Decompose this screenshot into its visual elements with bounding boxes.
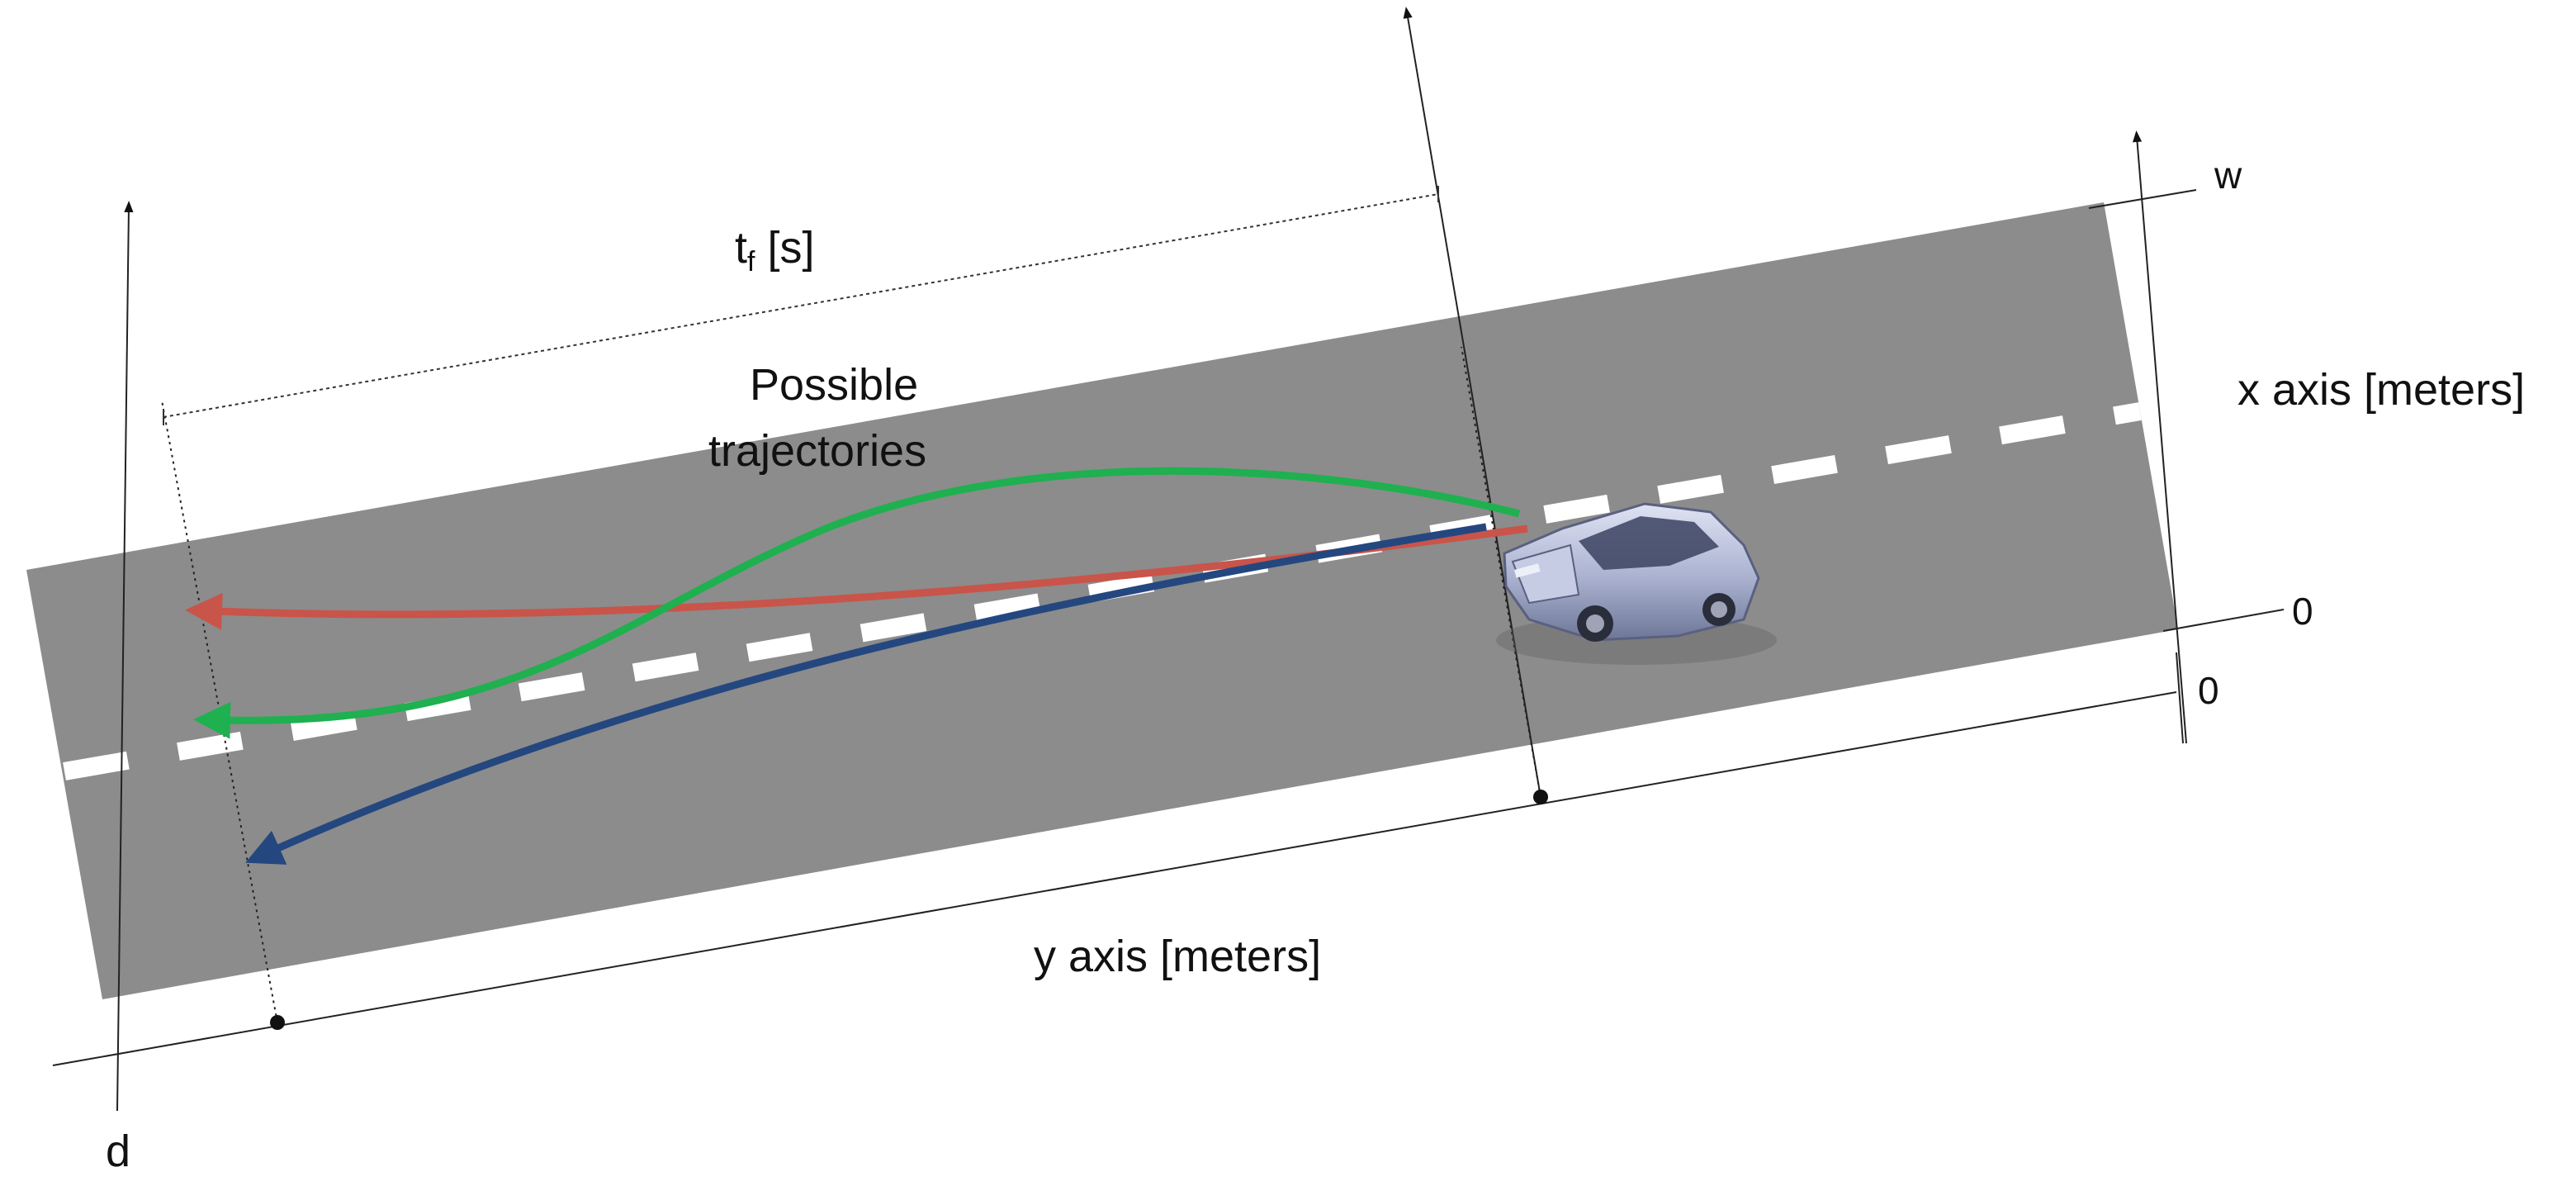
y-axis-line xyxy=(52,691,2177,1066)
road xyxy=(26,202,2178,999)
w-label: w xyxy=(2214,154,2242,197)
blue-trajectory xyxy=(245,523,1487,865)
possible-label-line1: Possible xyxy=(750,360,918,410)
possible-label-line2: trajectories xyxy=(708,426,926,476)
zero-y-label: 0 xyxy=(2198,669,2219,712)
y-axis-label: y axis [meters] xyxy=(1034,932,1321,981)
tf-label: tf [s] xyxy=(735,223,814,278)
y-axis-zero-tick xyxy=(2176,652,2184,744)
zero-x-tick-line xyxy=(2162,609,2285,632)
lane-marking xyxy=(63,402,2142,780)
end-position-dot xyxy=(270,1015,285,1030)
w-tick-line xyxy=(2088,189,2197,209)
car-icon xyxy=(1496,502,1777,665)
start-position-dot xyxy=(1533,790,1548,804)
tf-dimension-line xyxy=(163,193,1439,418)
zero-x-label: 0 xyxy=(2292,590,2313,633)
x-axis-line xyxy=(2132,130,2187,744)
green-trajectory xyxy=(193,467,1521,739)
d-label: d xyxy=(106,1127,130,1176)
d-axis-line xyxy=(116,201,134,1112)
x-axis-label: x axis [meters] xyxy=(2237,365,2525,415)
